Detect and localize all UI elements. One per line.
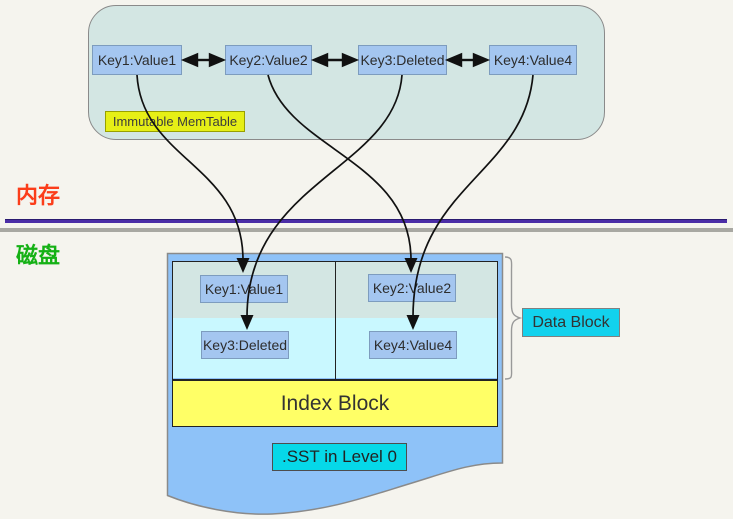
sst-cell-label: Key1:Value1 [204, 281, 284, 297]
index-block: Index Block [172, 380, 498, 427]
index-block-label: Index Block [280, 391, 390, 415]
sst-file-tag: .SST in Level 0 [272, 443, 407, 471]
data-block-label: Data Block [532, 313, 610, 331]
data-block-column-divider [335, 261, 336, 380]
sst-cell-key2: Key2:Value2 [368, 274, 456, 302]
sst-cell-label: Key4:Value4 [373, 337, 453, 353]
memory-disk-divider-line [5, 219, 727, 223]
memtable-entry-label: Key3:Deleted [360, 52, 445, 68]
memtable-entry-label: Key4:Value4 [493, 52, 573, 68]
data-block-brace [504, 256, 523, 380]
sst-cell-key4: Key4:Value4 [369, 331, 457, 359]
sst-cell-label: Key3:Deleted [202, 337, 288, 353]
memory-section-label: 内存 [16, 183, 61, 208]
memtable-tag: Immutable MemTable [105, 111, 245, 132]
memtable-entry-key1: Key1:Value1 [92, 45, 182, 75]
sst-cell-key3: Key3:Deleted [201, 331, 289, 359]
sst-cell-label: Key2:Value2 [372, 280, 452, 296]
memtable-entry-key2: Key2:Value2 [225, 45, 312, 75]
memtable-tag-label: Immutable MemTable [112, 114, 238, 129]
memtable-entry-label: Key1:Value1 [97, 52, 177, 68]
divider-shadow-line [0, 228, 733, 232]
memtable-entry-key3: Key3:Deleted [358, 45, 447, 75]
data-block-tag: Data Block [522, 308, 620, 337]
disk-section-label: 磁盘 [16, 243, 61, 268]
memtable-entry-key4: Key4:Value4 [489, 45, 577, 75]
sst-cell-key1: Key1:Value1 [200, 275, 288, 303]
sst-file-label: .SST in Level 0 [282, 447, 397, 466]
memtable-entry-label: Key2:Value2 [229, 52, 308, 68]
